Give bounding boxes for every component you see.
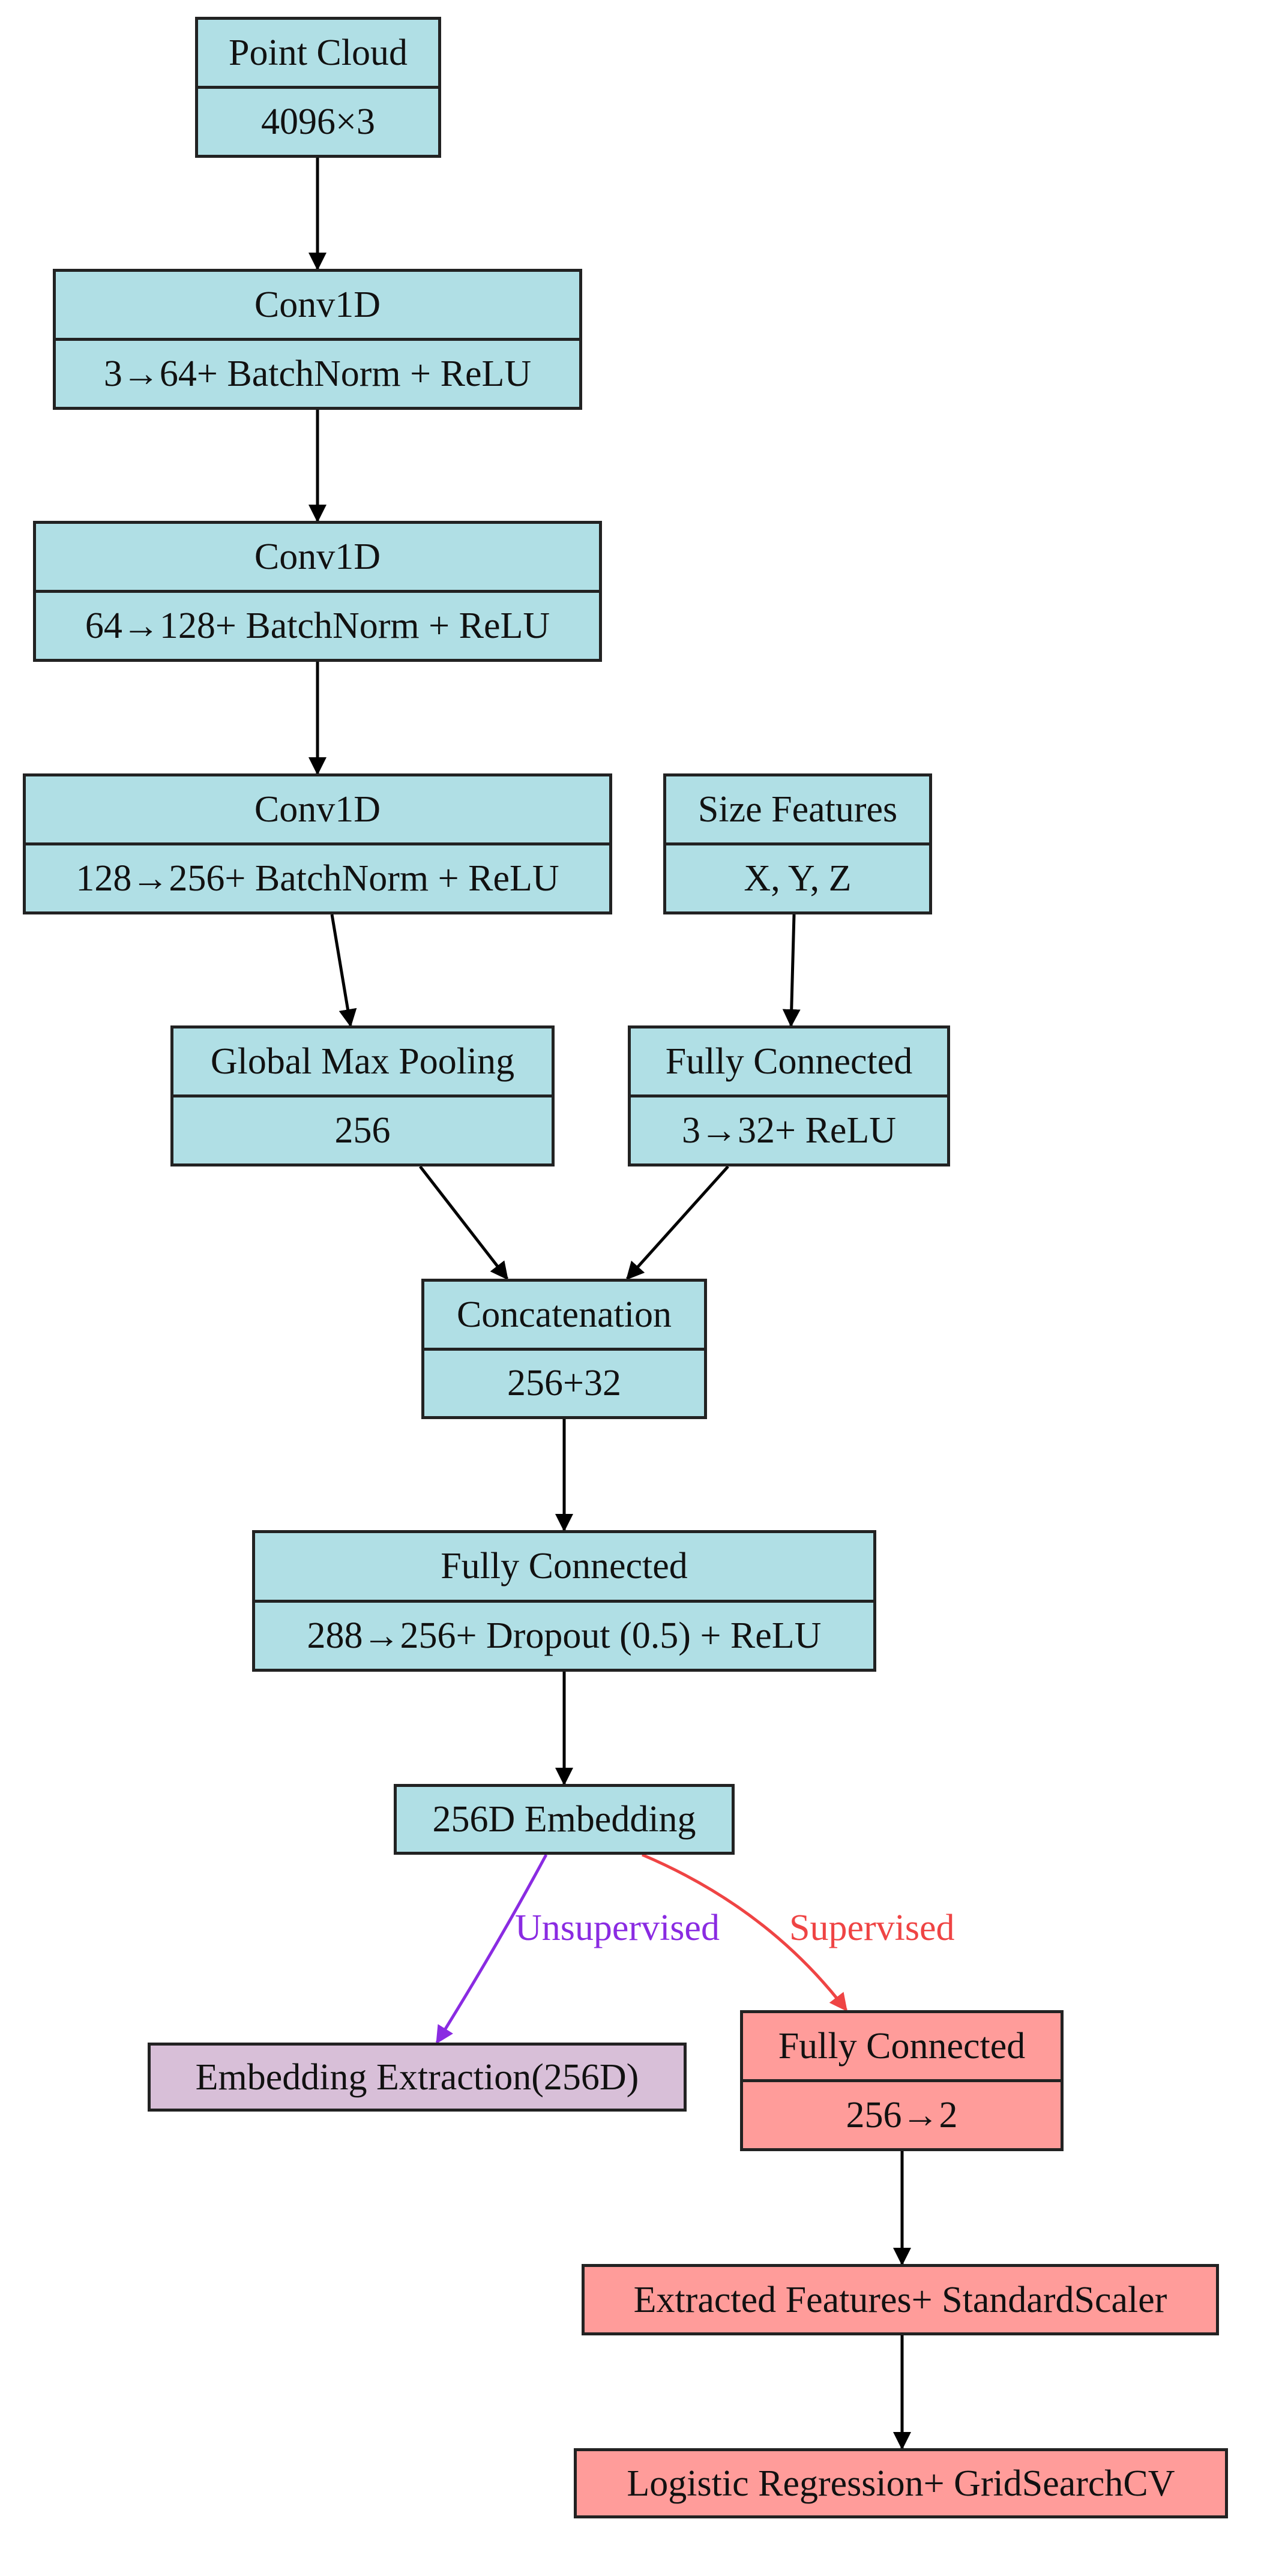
unsupervised-edge-label: Unsupervised	[515, 1908, 720, 1948]
node-title: Conv1D	[254, 284, 381, 325]
node-title: Concatenation	[456, 1294, 672, 1335]
node-title: Fully Connected	[778, 2026, 1026, 2067]
node-title: Global Max Pooling	[210, 1041, 515, 1082]
fully-connected-main-node: Fully Connected 288→256+ Dropout (0.5) +…	[252, 1530, 876, 1672]
node-detail: 3→64+ BatchNorm + ReLU	[56, 338, 579, 407]
node-title: Point Cloud	[228, 32, 408, 73]
size-features-node: Size Features X, Y, Z	[663, 773, 932, 914]
node-title: Embedding Extraction(256D)	[195, 2056, 639, 2098]
node-title: Logistic Regression+ GridSearchCV	[627, 2463, 1175, 2504]
node-detail: X, Y, Z	[666, 842, 929, 911]
conv1d-node-1: Conv1D 3→64+ BatchNorm + ReLU	[53, 269, 582, 410]
node-title: Size Features	[697, 789, 898, 830]
node-detail: 256+32	[424, 1347, 704, 1417]
extracted-features-node: Extracted Features+ StandardScaler	[582, 2264, 1219, 2335]
edge-sizefeatures-fc	[782, 914, 801, 1027]
supervised-edge-label: Supervised	[789, 1908, 955, 1948]
node-detail: 64→128+ BatchNorm + ReLU	[36, 590, 599, 659]
edge-conv3-pooling	[330, 914, 357, 1027]
edge-fcsize-concat	[625, 1165, 729, 1280]
point-cloud-node: Point Cloud 4096×3	[195, 17, 441, 158]
fully-connected-supervised-node: Fully Connected 256→2	[740, 2010, 1064, 2151]
edge-embedding-supervised	[642, 1853, 847, 2012]
concatenation-node: Concatenation 256+32	[421, 1279, 707, 1419]
node-title: Fully Connected	[441, 1546, 688, 1587]
node-detail: 3→32+ ReLU	[631, 1094, 947, 1163]
node-detail: 288→256+ Dropout (0.5) + ReLU	[255, 1599, 873, 1669]
global-max-pooling-node: Global Max Pooling 256	[170, 1025, 555, 1166]
node-detail: 256	[173, 1094, 552, 1163]
logistic-regression-node: Logistic Regression+ GridSearchCV	[574, 2448, 1228, 2518]
node-title: Extracted Features+ StandardScaler	[633, 2279, 1167, 2320]
conv1d-node-2: Conv1D 64→128+ BatchNorm + ReLU	[33, 521, 602, 662]
node-title: 256D Embedding	[432, 1799, 696, 1840]
node-detail: 256→2	[743, 2079, 1061, 2148]
conv1d-node-3: Conv1D 128→256+ BatchNorm + ReLU	[23, 773, 612, 914]
node-title: Conv1D	[254, 536, 381, 577]
node-title: Conv1D	[254, 789, 381, 830]
node-detail: 4096×3	[198, 86, 438, 155]
embedding-node: 256D Embedding	[394, 1784, 735, 1855]
node-title: Fully Connected	[665, 1041, 913, 1082]
node-detail: 128→256+ BatchNorm + ReLU	[26, 842, 609, 911]
embedding-extraction-node: Embedding Extraction(256D)	[148, 2043, 687, 2112]
fully-connected-size-node: Fully Connected 3→32+ ReLU	[628, 1025, 950, 1166]
edge-embedding-extraction	[435, 1854, 548, 2044]
edge-pooling-concat	[419, 1165, 508, 1280]
